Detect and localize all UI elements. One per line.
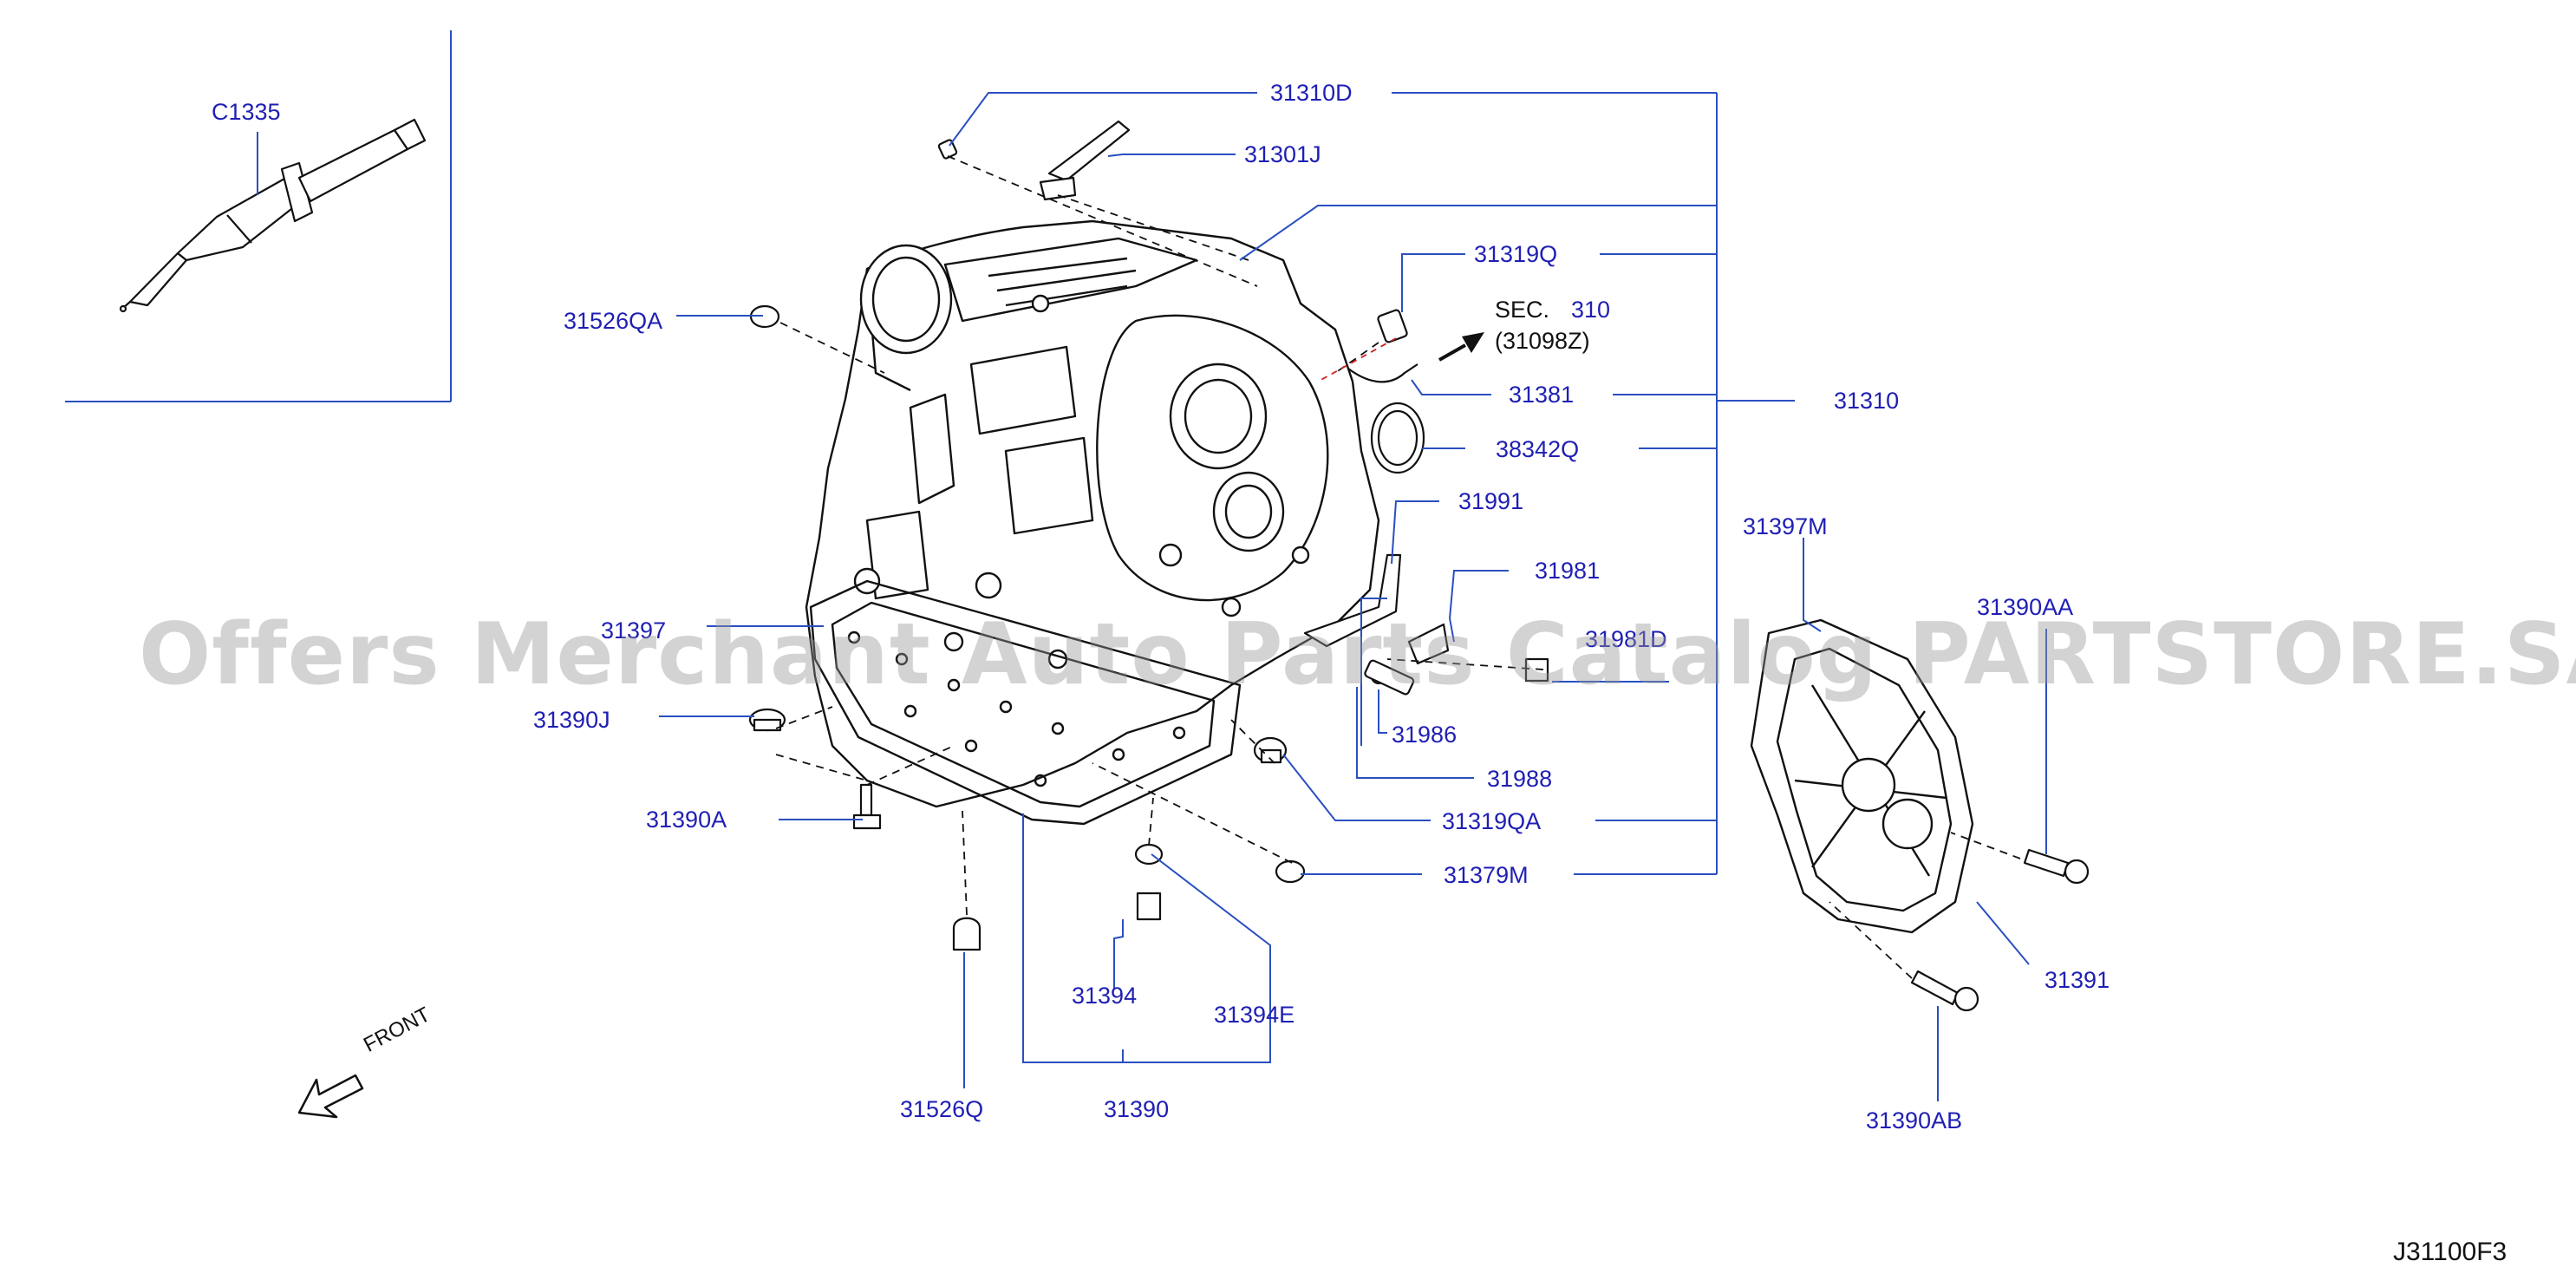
sec-arrow-icon — [1438, 332, 1484, 362]
label-31390ab: 31390AB — [1866, 1107, 1963, 1133]
side-cover-illustration — [1750, 618, 1974, 934]
label-31381: 31381 — [1509, 382, 1575, 408]
label-c1335: C1335 — [212, 99, 281, 125]
label-31526qa: 31526QA — [564, 308, 663, 334]
label-31310: 31310 — [1834, 388, 1900, 414]
label-31397m: 31397M — [1743, 513, 1828, 539]
sealant-tube-illustration — [119, 118, 427, 313]
label-31390: 31390 — [1104, 1096, 1170, 1122]
dashed-assembly-lines — [775, 155, 2021, 979]
label-sec: SEC. — [1495, 297, 1550, 323]
label-31379m: 31379M — [1444, 862, 1529, 888]
label-31981: 31981 — [1535, 558, 1601, 584]
oil-pan-illustration — [809, 579, 1242, 826]
label-31391: 31391 — [2044, 967, 2110, 993]
diagram-code: J31100F3 — [2393, 1238, 2508, 1266]
label-31390j: 31390J — [533, 707, 610, 733]
leader-lines — [257, 92, 2047, 1101]
label-31394: 31394 — [1072, 983, 1138, 1009]
small-parts-illustration — [748, 120, 2090, 1012]
label-31981d: 31981D — [1585, 626, 1667, 652]
label-31390aa: 31390AA — [1977, 594, 2074, 620]
label-31390a: 31390A — [646, 807, 727, 833]
transmission-case-illustration — [805, 219, 1380, 808]
label-31986: 31986 — [1392, 722, 1458, 748]
label-38342q: 38342Q — [1496, 436, 1580, 462]
red-dashed-line — [1317, 337, 1397, 382]
label-sec-number: 310 — [1571, 297, 1611, 323]
label-sec-reference: (31098Z) — [1495, 328, 1590, 354]
front-arrow-icon — [297, 1074, 364, 1119]
label-31397: 31397 — [601, 617, 667, 644]
label-31991: 31991 — [1458, 488, 1524, 514]
label-31319qa: 31319QA — [1442, 808, 1542, 834]
label-31526q: 31526Q — [900, 1096, 984, 1122]
watermark-text: Offers Merchant Auto Parts Catalog PARTS… — [139, 605, 2576, 704]
label-31310d: 31310D — [1270, 80, 1353, 106]
label-31301j: 31301J — [1244, 141, 1321, 167]
inset-frame — [65, 30, 452, 402]
label-31988: 31988 — [1487, 766, 1553, 792]
label-31319q: 31319Q — [1474, 241, 1558, 267]
label-31394e: 31394E — [1214, 1002, 1295, 1028]
